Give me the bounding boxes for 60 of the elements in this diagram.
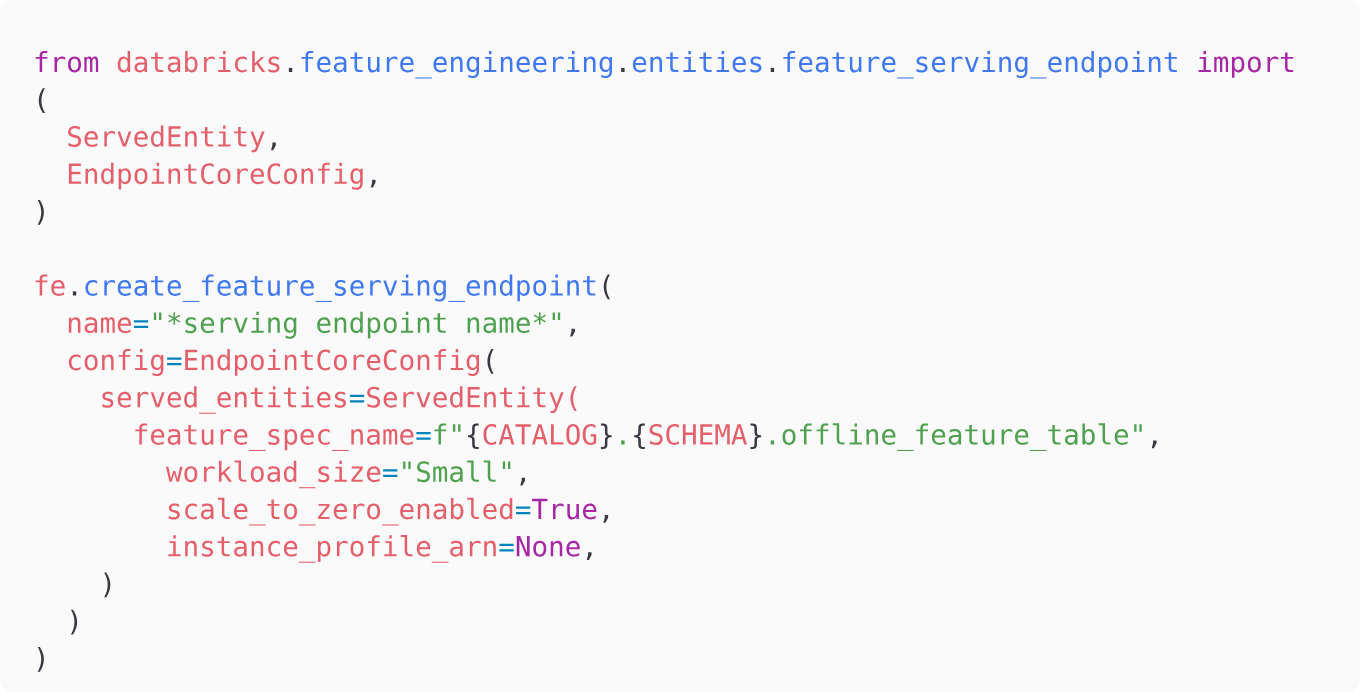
code-text: . (770, 67, 775, 72)
code-text: instance_profile_arn (168, 535, 496, 563)
code-text: = (133, 320, 149, 328)
code-text: , (370, 179, 376, 188)
code-text: ) (70, 609, 78, 635)
code-text: *" (533, 312, 561, 325)
code-text: ServedEntity (68, 125, 265, 153)
code-text: . (288, 67, 293, 72)
code-text: ) (37, 647, 44, 672)
code-text: config (68, 349, 164, 376)
code-text: databricks (117, 51, 280, 73)
code-text: create_feature_serving_endpoint (85, 274, 596, 302)
code-text: , (603, 514, 609, 523)
code-text: = (349, 394, 365, 403)
code-text: fe (35, 274, 65, 296)
code-text: .offline_feature_table" (770, 423, 1142, 451)
code-text: ( (487, 349, 494, 374)
code-text: "* (153, 312, 181, 325)
code-text: , (586, 552, 592, 561)
code-text: from (35, 51, 99, 73)
code-text: , (1151, 440, 1157, 449)
code-text: , (570, 328, 575, 337)
code-text: workload_size (165, 460, 381, 489)
code-text: None (516, 536, 580, 557)
code-text: { (634, 423, 645, 449)
code-text: = (499, 543, 514, 552)
code-text: serving endpoint name (185, 311, 530, 339)
code-text: EndpointCoreConfig (185, 349, 480, 376)
code-text: . (621, 67, 625, 72)
code-text: . (621, 440, 625, 445)
code-text: served_entities (102, 386, 346, 414)
code-text: } (600, 423, 612, 449)
code-text: ) (104, 572, 111, 598)
code-text: feature_engineering (301, 51, 612, 79)
code-text: feature_spec_name (135, 423, 414, 451)
code-text: ( (603, 274, 610, 300)
code-text: = (383, 469, 398, 477)
code-text: entities (632, 51, 762, 73)
code-text: import (1198, 51, 1294, 78)
code-text: name (68, 317, 132, 334)
code-text: = (167, 357, 182, 366)
code-text: ( (38, 88, 45, 113)
code-text: EndpointCoreConfig (68, 162, 363, 190)
code-text: feature_serving_endpoint (783, 51, 1177, 79)
code-text: ) (37, 200, 44, 225)
code-text: , (520, 477, 526, 486)
code-text: "Small" (403, 460, 511, 483)
code-text: ( (570, 386, 577, 411)
code-text: { (468, 423, 479, 449)
code-text: , (271, 142, 276, 151)
code-text: CATALOG (483, 424, 597, 445)
code-text: } (750, 423, 762, 449)
code-text: SCHEMA (649, 424, 747, 445)
code-text: = (416, 431, 431, 440)
code-text: = (516, 506, 531, 515)
code-text: f" (434, 423, 461, 445)
code-text: True (532, 498, 597, 520)
code-text: . (72, 291, 77, 296)
code-text: ServedEntity (367, 386, 564, 413)
code-text: scale_to_zero_enabled (168, 497, 513, 526)
